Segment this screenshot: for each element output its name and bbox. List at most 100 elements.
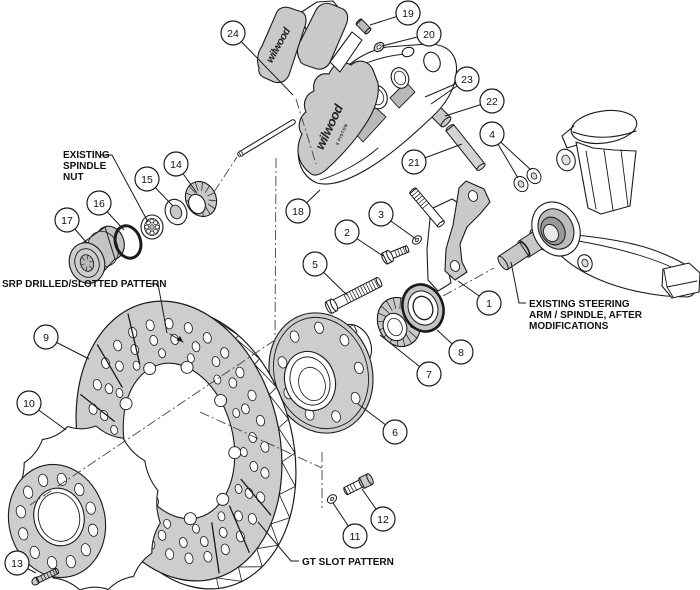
callout-number: 22 — [486, 96, 498, 108]
callout-20: 20 — [381, 21, 442, 47]
steering-arm-hex-lines — [663, 269, 698, 298]
callout-number: 15 — [141, 174, 153, 186]
callout-number: 16 — [93, 198, 105, 210]
callout-circle — [370, 506, 396, 532]
callout-3: 3 — [368, 201, 417, 240]
caliper-bracket — [444, 180, 491, 281]
callout-number: 17 — [61, 215, 73, 227]
label-text: SRP DRILLED/SLOTTED PATTERN — [2, 279, 166, 290]
callout-circle — [368, 201, 394, 227]
callout-12: 12 — [361, 488, 396, 532]
callout-number: 5 — [312, 259, 318, 271]
callout-circle — [416, 361, 442, 387]
callout-19: 19 — [369, 0, 421, 26]
callout-circle — [479, 88, 505, 114]
callout-2: 2 — [334, 219, 384, 257]
callout-number: 9 — [43, 332, 49, 344]
callout-1: 1 — [457, 280, 502, 316]
callout-circle — [448, 339, 474, 365]
spindle-washers — [513, 167, 542, 193]
leader-line — [232, 32, 294, 96]
callout-circle — [395, 0, 421, 26]
callout-circle — [476, 290, 502, 316]
hub-group — [268, 276, 383, 434]
centerlines — [29, 98, 495, 508]
label-text: EXISTING STEERING — [529, 299, 630, 310]
callout-18: 18 — [285, 189, 321, 224]
callout-16: 16 — [86, 190, 125, 231]
caliper-piston-2-inner — [393, 70, 407, 86]
label-srp-pattern: SRP DRILLED/SLOTTED PATTERN — [2, 279, 168, 334]
annotations: 123456789101112131415161718192021222324E… — [2, 0, 643, 576]
callout-circle — [285, 198, 311, 224]
callout-23: 23 — [424, 66, 480, 105]
callout-number: 3 — [378, 209, 384, 221]
pad-outer — [257, 6, 307, 84]
callout-circle — [33, 324, 59, 350]
pad-plate-side — [329, 31, 363, 73]
callout-number: 1 — [486, 298, 492, 310]
label-leader-line — [101, 154, 149, 223]
callout-circle — [416, 21, 442, 47]
bracket-hole-bottom — [449, 260, 461, 272]
callout-6: 6 — [357, 403, 408, 445]
label-leader-line — [150, 283, 168, 334]
label-gt-pattern: GT SLOT PATTERN — [257, 521, 394, 568]
label-text: EXISTING — [63, 150, 110, 161]
callout-circle — [134, 166, 160, 192]
callout-number: 2 — [344, 227, 350, 239]
callout-number: 4 — [489, 129, 495, 141]
callout-circle — [454, 66, 480, 92]
label-leader-line — [257, 521, 299, 562]
callout-11: 11 — [332, 502, 368, 549]
callout-circle — [220, 20, 246, 46]
callout-10: 10 — [16, 390, 67, 431]
callout-circle — [163, 151, 189, 177]
callout-7: 7 — [379, 334, 442, 387]
brake-pads: wilwood — [237, 0, 363, 157]
callout-17: 17 — [54, 207, 88, 244]
knuckle-top-lobe — [570, 109, 638, 145]
label-text: ARM / SPINDLE, AFTER — [529, 310, 643, 321]
label-text: NUT — [63, 172, 84, 183]
callout-4: 4 — [479, 121, 532, 179]
callout-circle — [86, 190, 112, 216]
steering-arm-hex-boss — [661, 262, 700, 299]
callout-24: 24 — [220, 20, 294, 96]
rotor-bolts — [31, 473, 374, 586]
callout-number: 8 — [458, 347, 464, 359]
callout-13: 13 — [4, 550, 37, 576]
callout-8: 8 — [436, 329, 474, 365]
callout-circle — [401, 149, 427, 175]
bearing-race-seal — [401, 283, 445, 333]
callout-14: 14 — [163, 151, 198, 194]
callout-number: 13 — [11, 558, 23, 570]
callout-number: 21 — [408, 157, 420, 169]
callout-number: 6 — [392, 427, 398, 439]
bracket-hole-top — [467, 190, 479, 202]
callout-circle — [54, 207, 80, 233]
callout-number: 11 — [350, 531, 361, 543]
steering-knuckle — [497, 109, 700, 299]
callout-number: 20 — [423, 29, 435, 41]
callout-number: 18 — [292, 206, 304, 218]
callout-9: 9 — [33, 324, 90, 360]
callout-number: 7 — [426, 369, 432, 381]
callout-circle — [302, 251, 328, 277]
knuckle-top-chamfer — [572, 130, 637, 138]
callout-21: 21 — [401, 143, 463, 175]
callout-circle — [16, 390, 42, 416]
knuckle-top-steps — [561, 125, 578, 149]
caliper-end-boss — [423, 51, 441, 73]
callout-number: 19 — [402, 8, 414, 20]
callout-circle — [382, 419, 408, 445]
callout-5: 5 — [302, 251, 348, 296]
callout-circle — [4, 550, 30, 576]
label-text: MODIFICATIONS — [529, 321, 609, 332]
callout-number: 14 — [170, 159, 182, 171]
caliper-bleed-boss — [401, 46, 415, 58]
callout-number: 10 — [23, 398, 35, 410]
